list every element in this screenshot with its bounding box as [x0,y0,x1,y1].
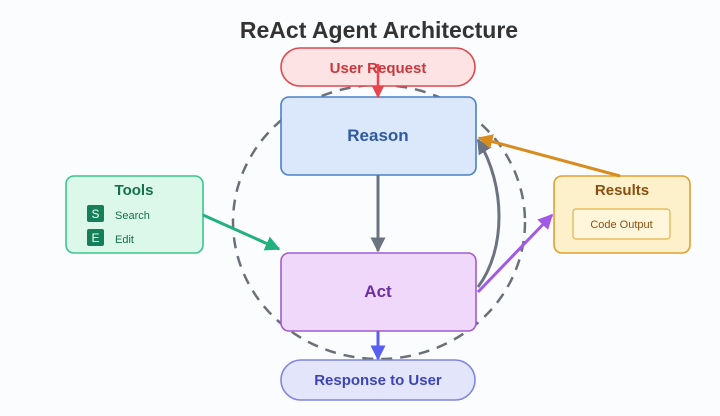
tool-item-search: S Search [87,205,150,222]
act-label: Act [364,282,392,301]
code-output-label: Code Output [590,219,652,231]
code-output-box [572,208,671,240]
arrow-tools-to-act [202,213,281,251]
arrow-act-to-reason [476,138,501,288]
arrow-act-to-results [476,213,554,294]
act-node: Act [280,252,477,332]
reason-label: Reason [347,126,408,145]
tools-node: Tools S Search E Edit [65,175,204,254]
tool-item-edit: E Edit [87,229,134,246]
diagram-title: ReAct Agent Architecture [240,17,518,43]
results-title: Results [595,182,649,199]
edit-tool-icon [87,229,104,246]
edit-tool-label: Edit [115,234,134,246]
reason-node: Reason [280,96,477,176]
search-tool-icon [87,205,104,222]
arrow-results-to-reason [477,134,621,178]
edit-tool-letter: E [91,231,99,245]
search-tool-letter: S [91,207,99,221]
response-node: Response to User [280,359,476,401]
results-node: Results Code Output [553,175,691,254]
response-label: Response to User [314,372,442,389]
tools-title: Tools [115,182,154,199]
search-tool-label: Search [115,210,150,222]
